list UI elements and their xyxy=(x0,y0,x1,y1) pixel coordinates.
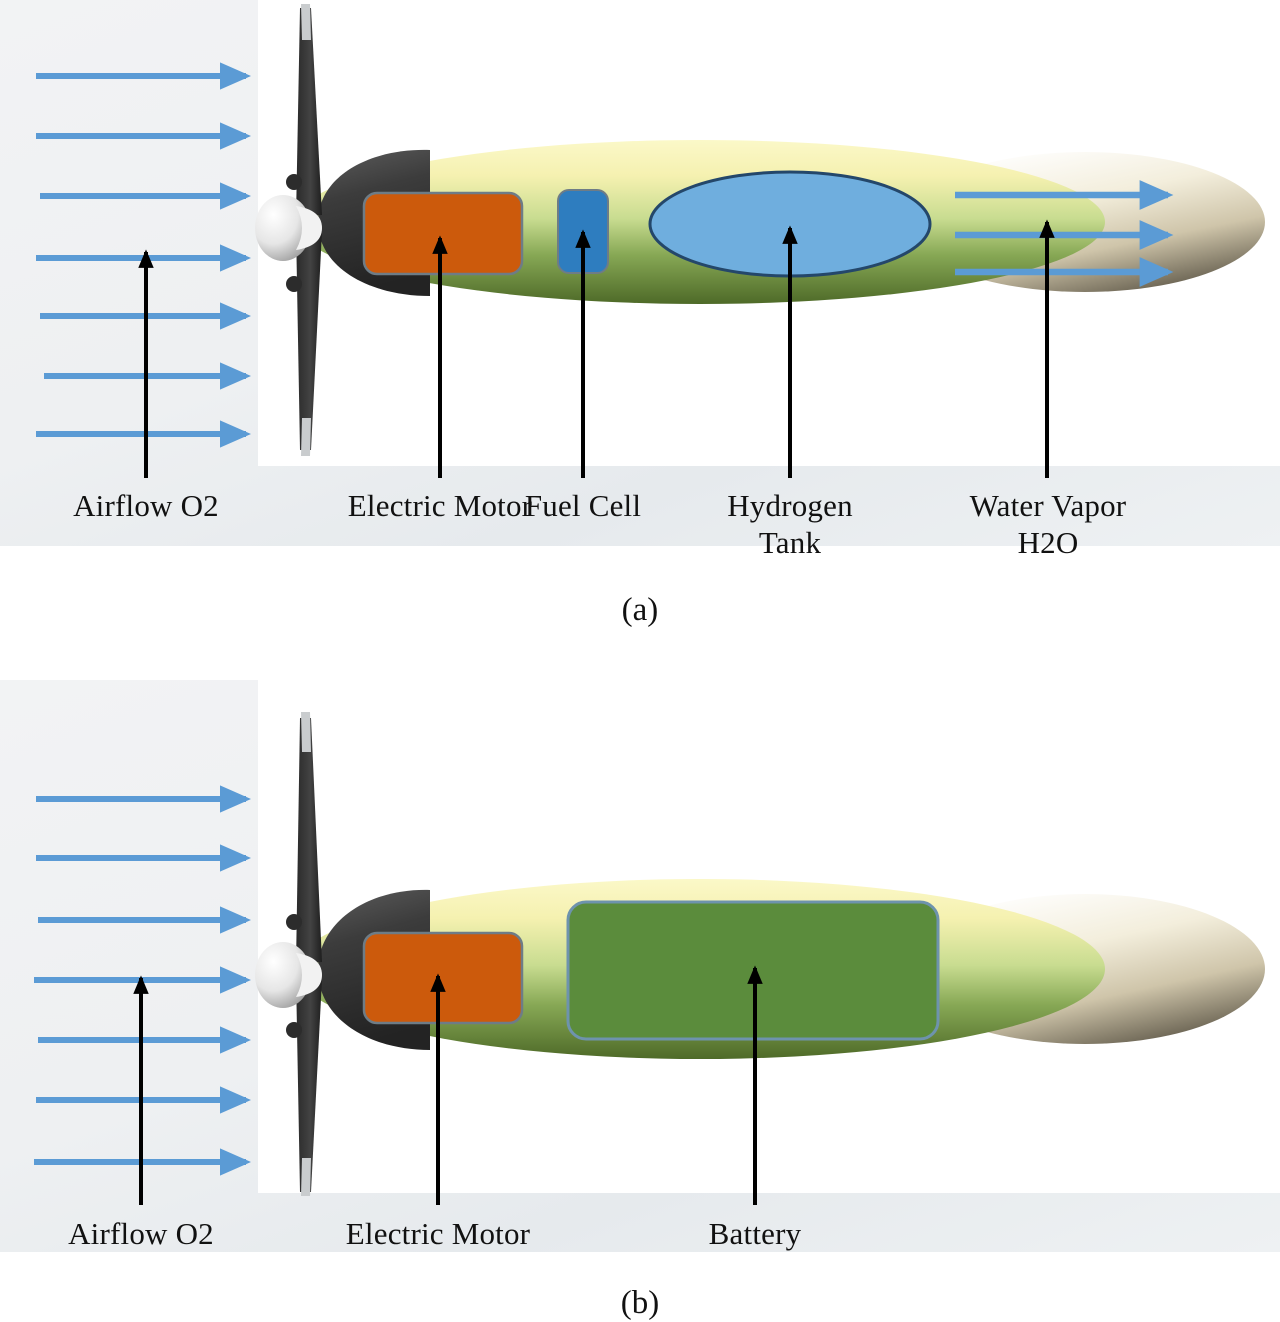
propeller-blade-lower xyxy=(296,976,322,1192)
panel-a-stage xyxy=(0,0,1280,650)
propeller-blade-lower-tip xyxy=(301,418,311,456)
propeller-blade-upper xyxy=(296,718,322,965)
propeller xyxy=(255,712,322,1196)
spinner-hub-shadow xyxy=(296,953,322,997)
propeller-blade-bolt-lower xyxy=(286,1022,302,1038)
propeller xyxy=(255,4,322,456)
label-hydrogen-tank: Hydrogen Tank xyxy=(727,488,853,560)
electric-motor-block[interactable] xyxy=(362,191,524,276)
propeller-blade-upper xyxy=(296,8,322,218)
label-airflow-o2: Airflow O2 xyxy=(68,1216,214,1251)
spinner-hub-shadow xyxy=(296,206,322,250)
label-fuel-cell: Fuel Cell xyxy=(524,488,642,523)
panel-b-stage xyxy=(0,680,1280,1322)
label-electric-motor: Electric Motor xyxy=(345,1216,531,1251)
propeller-blade-upper-tip xyxy=(301,4,311,40)
spinner-hub xyxy=(255,195,311,261)
propeller-blade-bolt-upper xyxy=(286,174,302,190)
propeller-blade-upper-tip xyxy=(301,712,311,752)
electric-motor-block[interactable] xyxy=(362,931,524,1025)
label-battery: Battery xyxy=(708,1216,802,1251)
caption-b: (b) xyxy=(620,1285,660,1321)
caption-a: (a) xyxy=(621,592,659,628)
propeller-blade-lower xyxy=(296,228,322,450)
water-vapor-arrows-outbound xyxy=(955,180,1174,287)
spinner-hub xyxy=(255,942,311,1008)
propeller-blade-lower-tip xyxy=(301,1158,311,1196)
propeller-blade-bolt-upper xyxy=(286,914,302,930)
label-airflow-o2: Airflow O2 xyxy=(73,488,219,523)
label-electric-motor: Electric Motor xyxy=(347,488,533,523)
label-water-vapor-h2o: Water Vapor H2O xyxy=(969,488,1127,560)
airflow-arrows-inbound xyxy=(36,62,251,448)
panel-a: Airflow O2 Electric Motor Fuel Cell Hydr… xyxy=(0,0,1280,650)
propeller-blade-bolt-lower xyxy=(286,276,302,292)
panel-b: Airflow O2 Electric Motor Battery (b) xyxy=(0,680,1280,1322)
leader-arrows xyxy=(133,965,763,1205)
leader-arrows xyxy=(138,219,1055,478)
